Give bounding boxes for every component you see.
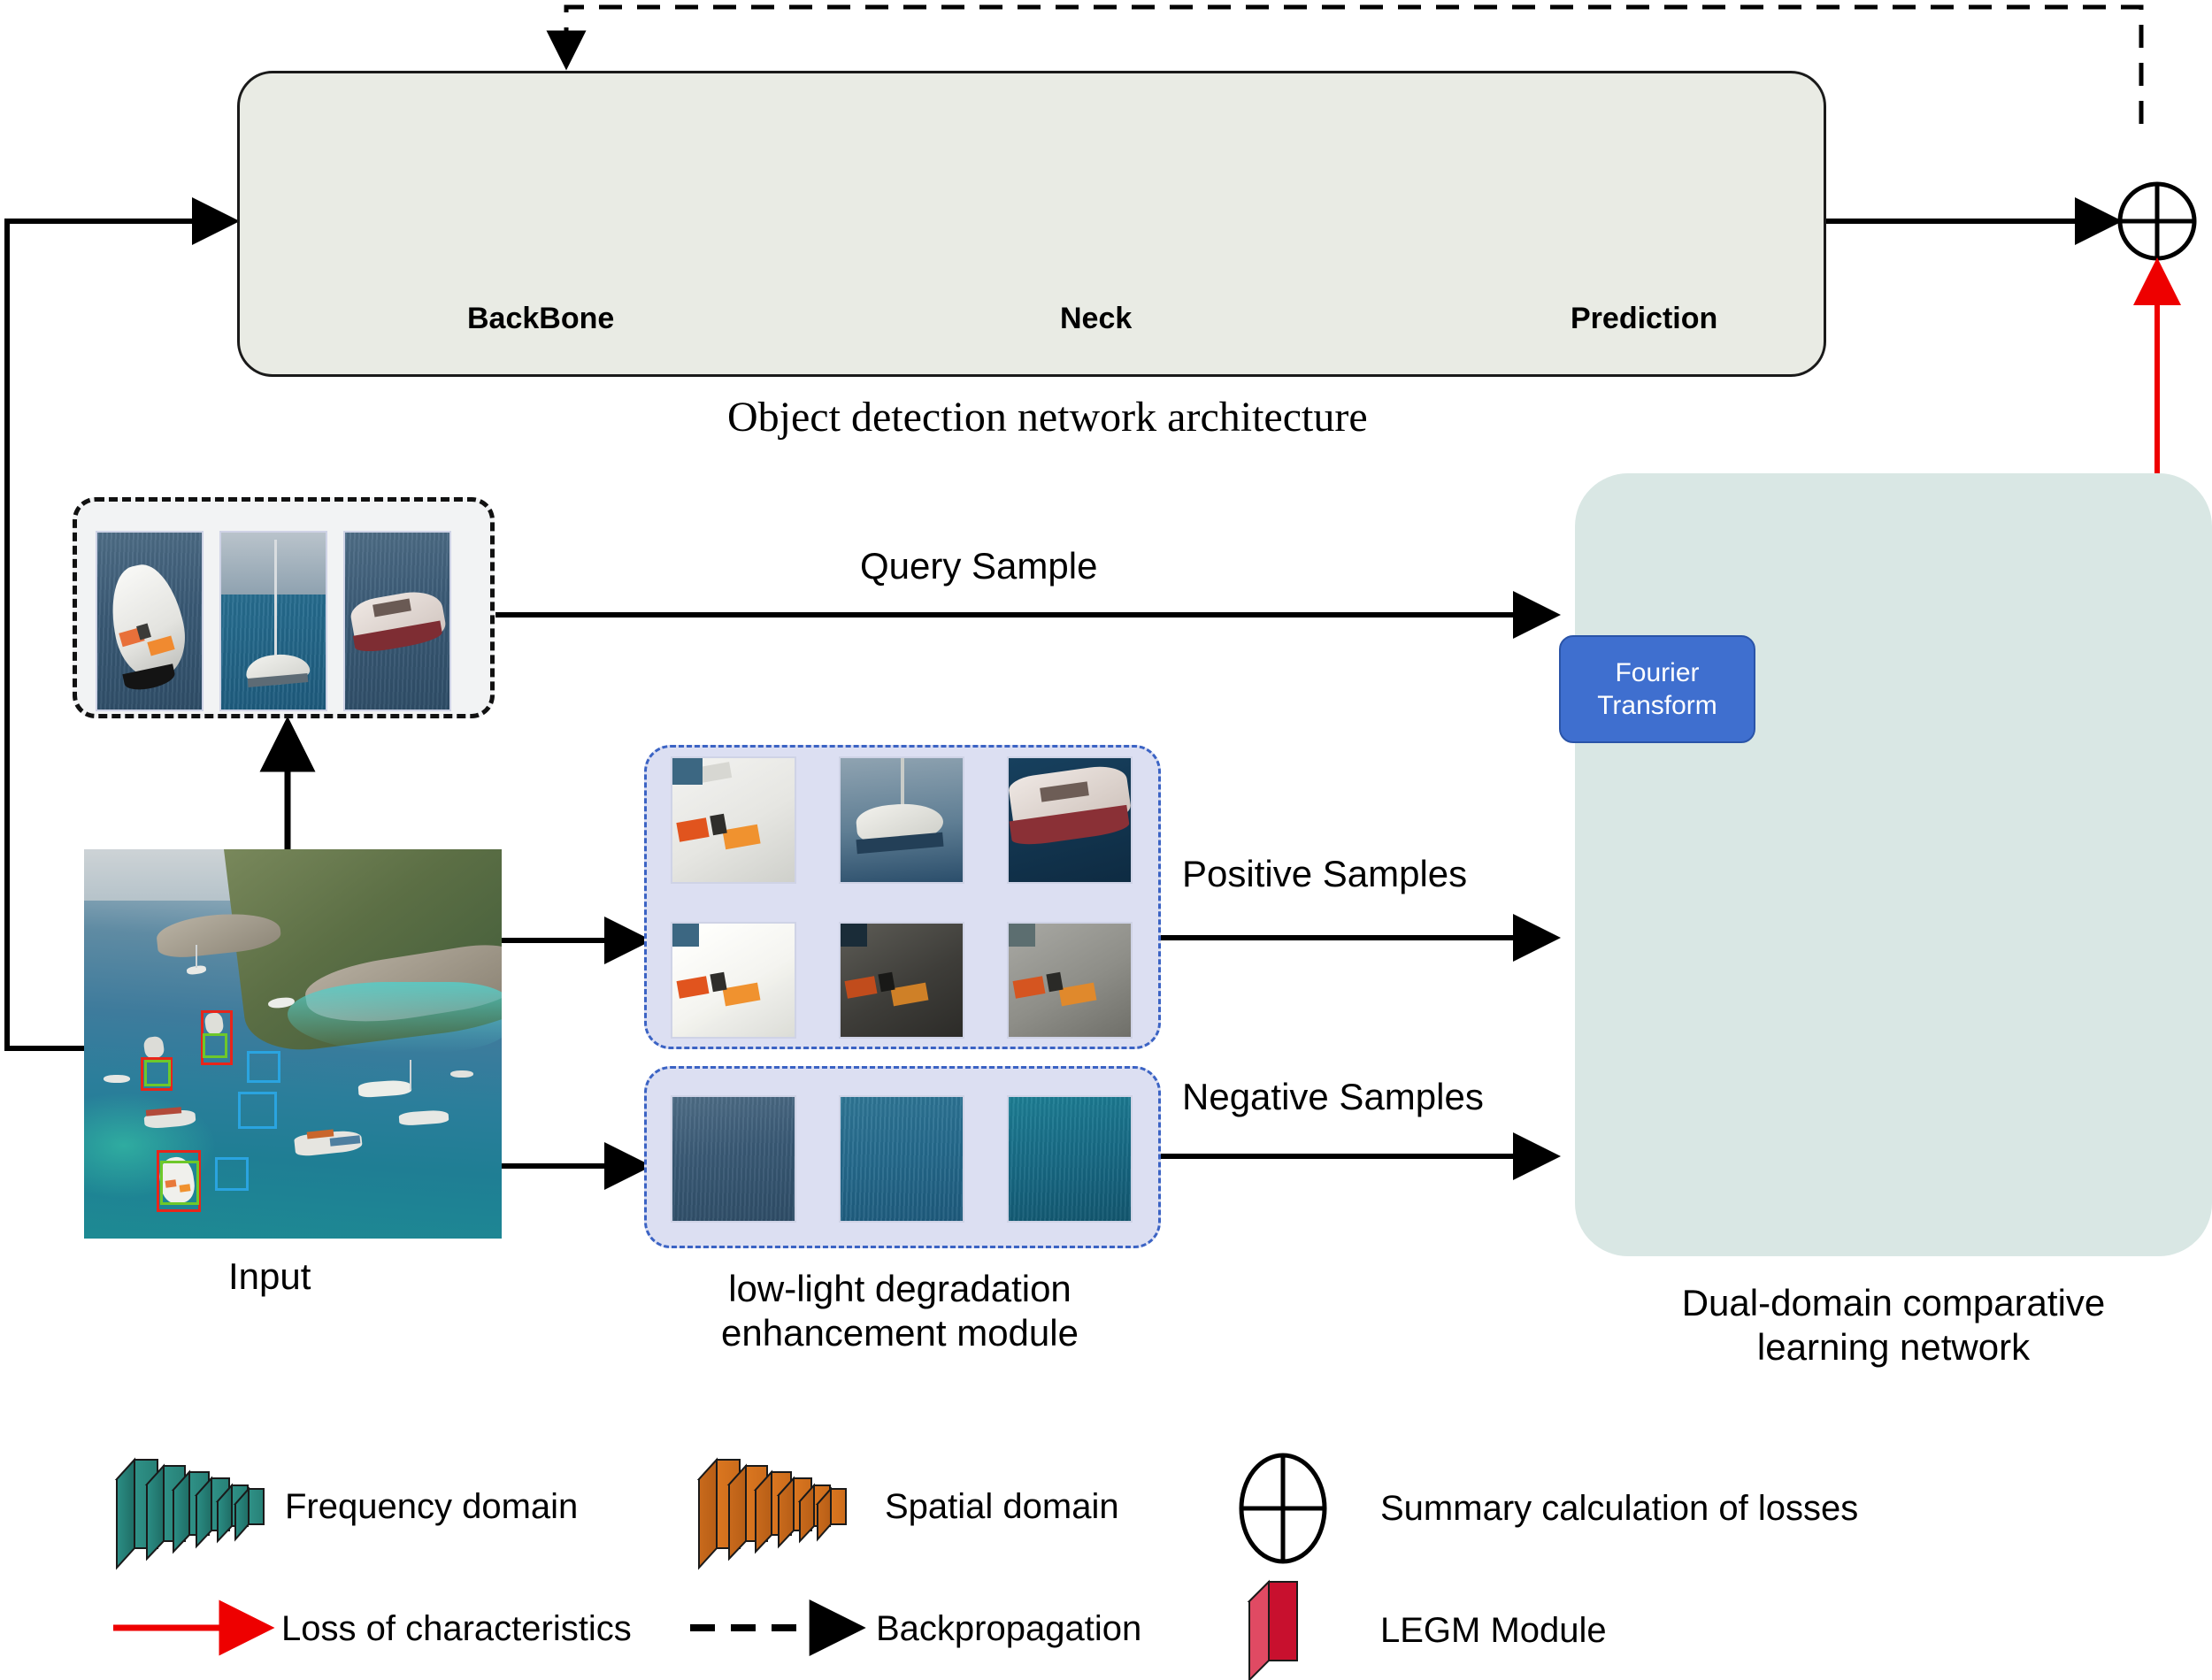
fourier-line1: Fourier — [1615, 657, 1700, 687]
positive-thumb-6 — [1007, 922, 1133, 1039]
positive-thumb-4 — [671, 922, 796, 1039]
lldem-caption: low-light degradation enhancement module — [644, 1267, 1156, 1354]
gt-box-red — [201, 1010, 233, 1065]
query-thumb-1 — [96, 531, 204, 711]
dual-domain-caption-line2: learning network — [1756, 1325, 2031, 1368]
positive-thumb-1 — [671, 756, 796, 884]
positive-samples-label: Positive Samples — [1182, 853, 1468, 894]
pred-box-green — [144, 1060, 171, 1086]
pred-box-green — [160, 1161, 199, 1205]
stage-label-backbone: BackBone — [467, 302, 615, 335]
legend-label-summary-losses: Summary calculation of losses — [1380, 1489, 1859, 1528]
dual-domain-panel — [1575, 473, 2212, 1256]
neg-box-blue — [247, 1051, 280, 1083]
gt-box-red — [157, 1150, 201, 1212]
boat — [142, 1035, 165, 1060]
negative-samples-label: Negative Samples — [1182, 1076, 1484, 1117]
boat — [357, 1078, 412, 1099]
detection-network-panel — [237, 71, 1826, 377]
negative-thumb-3 — [1007, 1095, 1133, 1223]
query-sample-label: Query Sample — [860, 545, 1098, 587]
legend-label-loss-characteristics: Loss of characteristics — [281, 1609, 632, 1648]
legend-label-legm-module: LEGM Module — [1380, 1611, 1607, 1650]
legend-frequency-icon — [114, 1457, 265, 1570]
negative-thumb-2 — [839, 1095, 964, 1223]
legend-label-spatial-domain: Spatial domain — [885, 1487, 1119, 1526]
lldem-caption-line1: low-light degradation — [728, 1268, 1071, 1309]
backpropagation-path — [546, 4, 2144, 124]
legend-summation-icon — [1239, 1453, 1327, 1564]
neg-box-blue — [238, 1092, 277, 1129]
query-thumb-3 — [343, 531, 451, 711]
positive-thumb-5 — [839, 922, 964, 1039]
neg-box-blue — [215, 1157, 249, 1191]
boat — [450, 1070, 473, 1078]
legend-label-frequency-domain: Frequency domain — [285, 1487, 579, 1526]
legend-spatial-icon — [696, 1457, 847, 1570]
stage-label-prediction: Prediction — [1571, 302, 1718, 335]
detection-network-caption: Object detection network architecture — [727, 394, 1368, 441]
legend-legm-icon — [1247, 1579, 1298, 1680]
boat — [398, 1109, 449, 1126]
input-image — [84, 849, 502, 1239]
positive-thumb-2 — [839, 756, 964, 884]
dual-domain-caption-line1: Dual-domain comparative — [1681, 1282, 2106, 1323]
stage-label-neck: Neck — [1060, 302, 1133, 335]
input-to-detection-path — [4, 197, 240, 1051]
lldem-caption-line2: enhancement module — [721, 1311, 1079, 1354]
query-thumb-2 — [219, 531, 327, 711]
boat — [104, 1075, 130, 1083]
fourier-transform-button[interactable]: Fourier Transform — [1559, 635, 1755, 743]
input-label: Input — [228, 1255, 311, 1297]
pred-box-green — [203, 1033, 227, 1058]
dual-domain-caption: Dual-domain comparative learning network — [1575, 1281, 2212, 1369]
legend-label-backpropagation: Backpropagation — [876, 1609, 1142, 1648]
summation-node — [2117, 181, 2197, 261]
positive-thumb-3 — [1007, 756, 1133, 884]
gt-box-red — [141, 1057, 173, 1091]
fourier-line2: Transform — [1597, 691, 1717, 720]
negative-thumb-1 — [671, 1095, 796, 1223]
